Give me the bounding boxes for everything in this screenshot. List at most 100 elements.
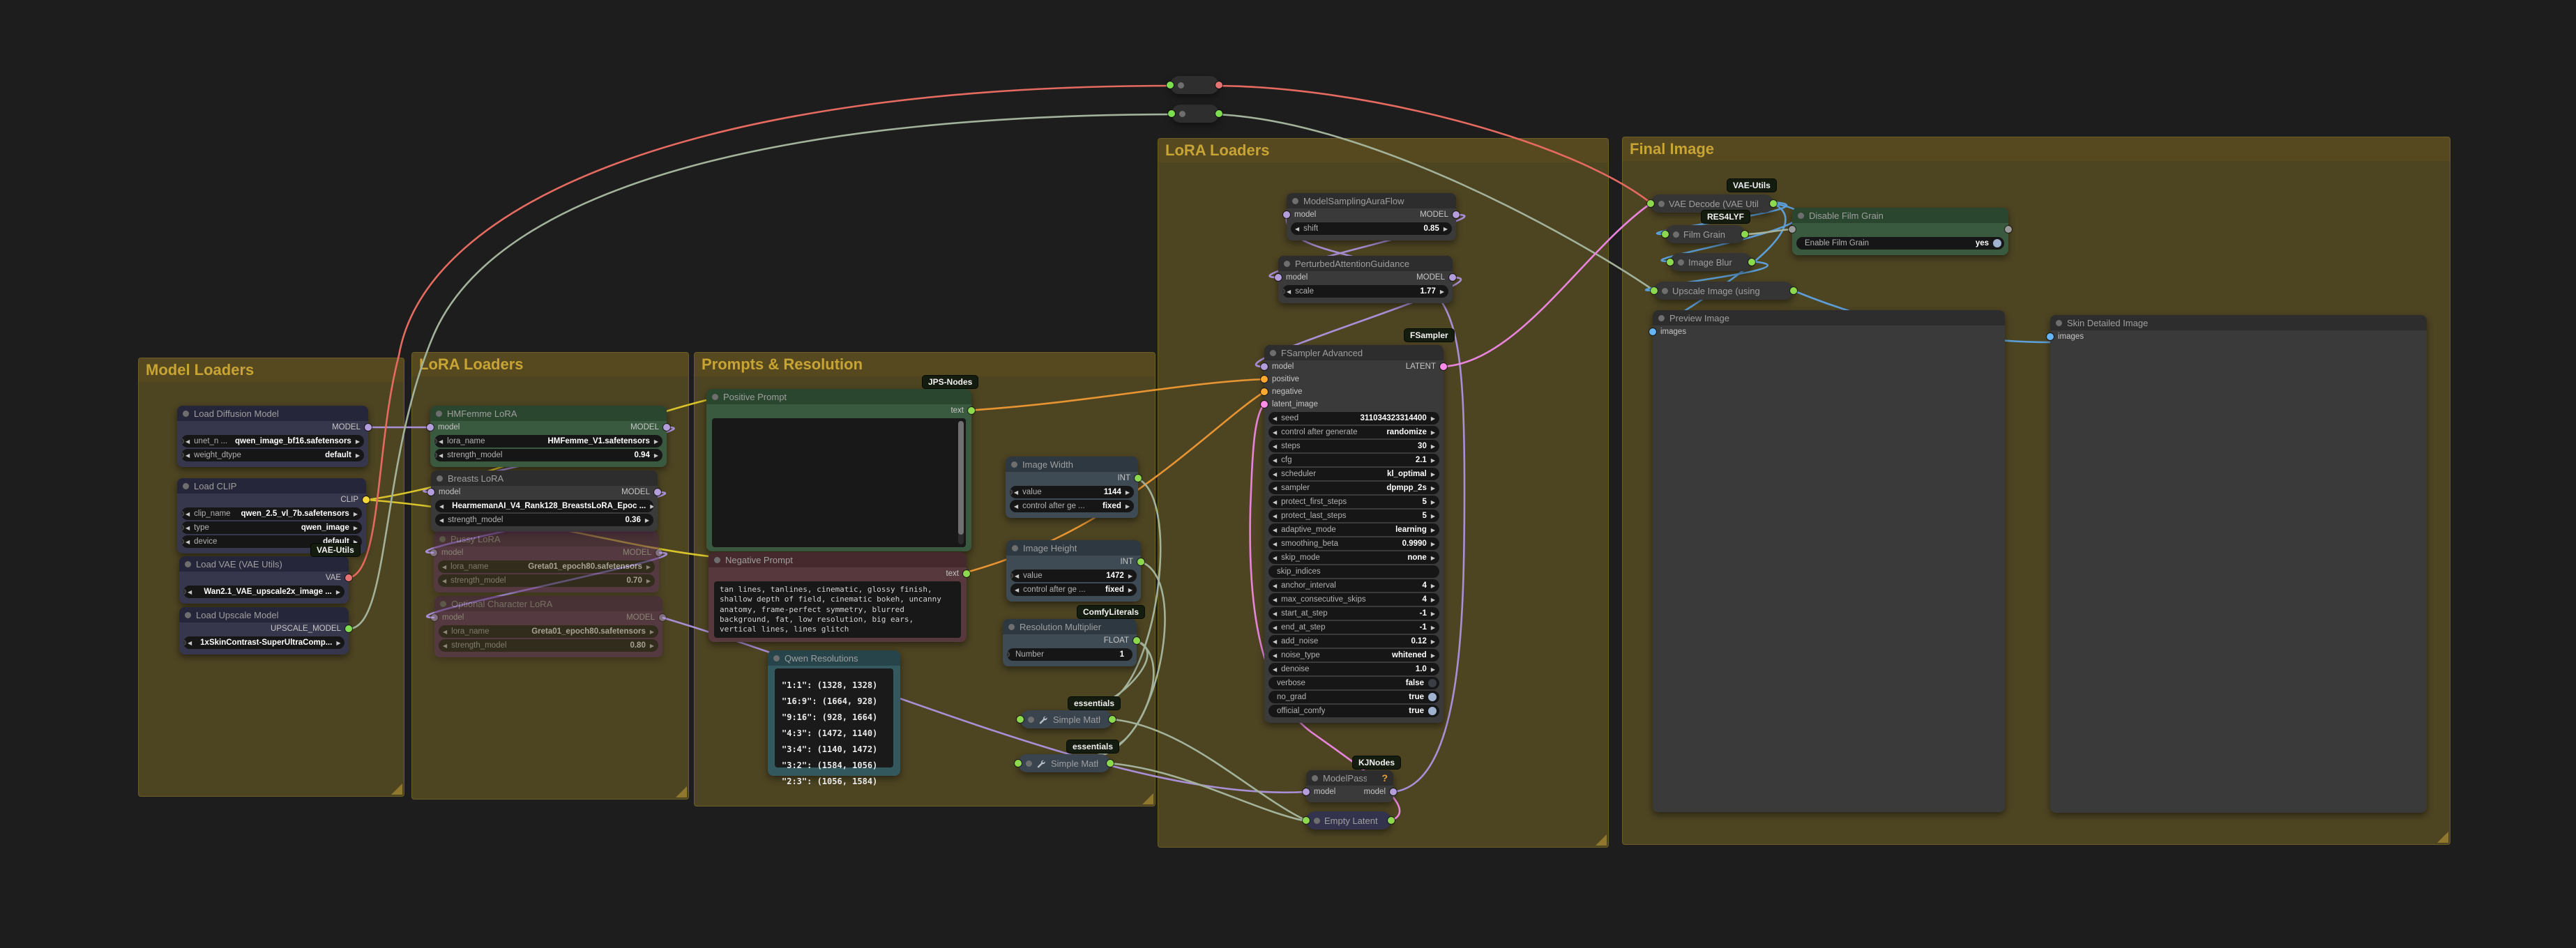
node-header[interactable]: Image Height [1006, 540, 1141, 556]
increment-arrow-icon[interactable]: ▶ [336, 639, 341, 646]
decrement-arrow-icon[interactable]: ◀ [1273, 610, 1278, 617]
node-collapse-dot[interactable] [1662, 287, 1668, 294]
increment-arrow-icon[interactable]: ▶ [355, 452, 360, 459]
increment-arrow-icon[interactable]: ▶ [646, 563, 651, 570]
port-dot[interactable] [1261, 363, 1268, 370]
increment-arrow-icon[interactable]: ▶ [1430, 512, 1435, 519]
decrement-arrow-icon[interactable]: ◀ [439, 517, 444, 523]
node-collapse-dot[interactable] [1179, 110, 1185, 117]
node-header[interactable]: Load VAE (VAE Utils) [179, 556, 349, 572]
decrement-arrow-icon[interactable]: ◀ [185, 538, 190, 545]
increment-arrow-icon[interactable]: ▶ [1430, 457, 1435, 464]
port-dot[interactable] [1303, 817, 1310, 824]
node-header[interactable]: Skin Detailed Image [2050, 315, 2427, 330]
port-dot[interactable] [1137, 558, 1144, 565]
node-header[interactable]: Positive Prompt [706, 389, 971, 404]
decrement-arrow-icon[interactable]: ◀ [1273, 554, 1278, 561]
increment-arrow-icon[interactable]: ▶ [653, 438, 658, 445]
port-dot[interactable] [1109, 716, 1116, 723]
reroute-upscale[interactable] [1168, 105, 1222, 123]
node-header[interactable]: PerturbedAttentionGuidance [1278, 256, 1453, 271]
node-collapse-dot[interactable] [185, 560, 191, 567]
port-dot[interactable] [1135, 475, 1142, 482]
increment-arrow-icon[interactable]: ▶ [649, 642, 654, 649]
widget-wan2-1-vae-upscale2x-image-[interactable]: ◀Wan2.1_VAE_upscale2x_image ...▶ [183, 586, 344, 598]
decrement-arrow-icon[interactable]: ◀ [1273, 429, 1278, 436]
node-header[interactable]: Pussy LoRA [434, 531, 659, 546]
increment-arrow-icon[interactable]: ▶ [1125, 489, 1130, 496]
reroute-vae[interactable] [1167, 76, 1222, 94]
port-dot[interactable] [1017, 716, 1024, 723]
scrollbar-thumb[interactable] [958, 421, 964, 535]
increment-arrow-icon[interactable]: ▶ [1430, 415, 1435, 422]
port-dot[interactable] [1741, 231, 1748, 238]
node-collapse-dot[interactable] [712, 393, 718, 400]
port-dot[interactable] [1261, 401, 1268, 408]
increment-arrow-icon[interactable]: ▶ [1430, 554, 1435, 561]
node-collapse-dot[interactable] [1012, 544, 1018, 551]
increment-arrow-icon[interactable]: ▶ [1430, 610, 1435, 617]
increment-arrow-icon[interactable]: ▶ [1430, 484, 1435, 491]
port-dot[interactable] [345, 574, 352, 581]
node-collapse-dot[interactable] [439, 535, 446, 542]
node-header[interactable]: ModelSamplingAuraFlow [1287, 193, 1456, 208]
node-collapse-dot[interactable] [183, 410, 189, 417]
widget-hearmemanai-v4-rank128-breasts[interactable]: ◀HearmemanAI_V4_Rank128_BreastsLoRA_Epoc… [435, 500, 653, 512]
port-dot[interactable] [1449, 274, 1456, 281]
port-dot[interactable] [1388, 817, 1395, 824]
port-dot[interactable] [1167, 82, 1174, 89]
film-grain[interactable]: Film Grain [1662, 225, 1748, 243]
increment-arrow-icon[interactable]: ▶ [335, 588, 340, 595]
decrement-arrow-icon[interactable]: ◀ [1273, 443, 1278, 450]
increment-arrow-icon[interactable]: ▶ [1430, 652, 1435, 659]
increment-arrow-icon[interactable]: ▶ [1430, 624, 1435, 631]
port-dot[interactable] [1651, 287, 1658, 294]
decrement-arrow-icon[interactable]: ◀ [443, 628, 448, 635]
node-header[interactable]: HMFemme LoRA [430, 406, 667, 421]
decrement-arrow-icon[interactable]: ◀ [188, 588, 192, 595]
port-dot[interactable] [1770, 200, 1777, 207]
port-dot[interactable] [663, 424, 670, 431]
increment-arrow-icon[interactable]: ▶ [653, 452, 658, 459]
port-dot[interactable] [430, 549, 437, 556]
port-dot[interactable] [427, 489, 434, 496]
qwen-resolutions[interactable]: Qwen Resolutions"1:1": (1328, 1328)"16:9… [768, 650, 900, 786]
node-header[interactable]: Optional Character LoRA [434, 596, 662, 611]
decrement-arrow-icon[interactable]: ◀ [1273, 540, 1278, 547]
group-resize-handle[interactable] [1142, 793, 1153, 804]
decrement-arrow-icon[interactable]: ◀ [185, 524, 190, 531]
port-dot[interactable] [1261, 376, 1268, 383]
port-dot[interactable] [1662, 231, 1669, 238]
widget-control-after-ge-[interactable]: ◀control after ge ...fixed▶ [1010, 583, 1137, 596]
port-dot[interactable] [2005, 226, 2012, 233]
increment-arrow-icon[interactable]: ▶ [1439, 288, 1444, 295]
toggle-knob[interactable] [1428, 679, 1437, 687]
port-dot[interactable] [1790, 287, 1797, 294]
port-dot[interactable] [1303, 788, 1310, 795]
node-collapse-dot[interactable] [1678, 259, 1684, 266]
node-collapse-dot[interactable] [1008, 623, 1015, 630]
increment-arrow-icon[interactable]: ▶ [1430, 526, 1435, 533]
